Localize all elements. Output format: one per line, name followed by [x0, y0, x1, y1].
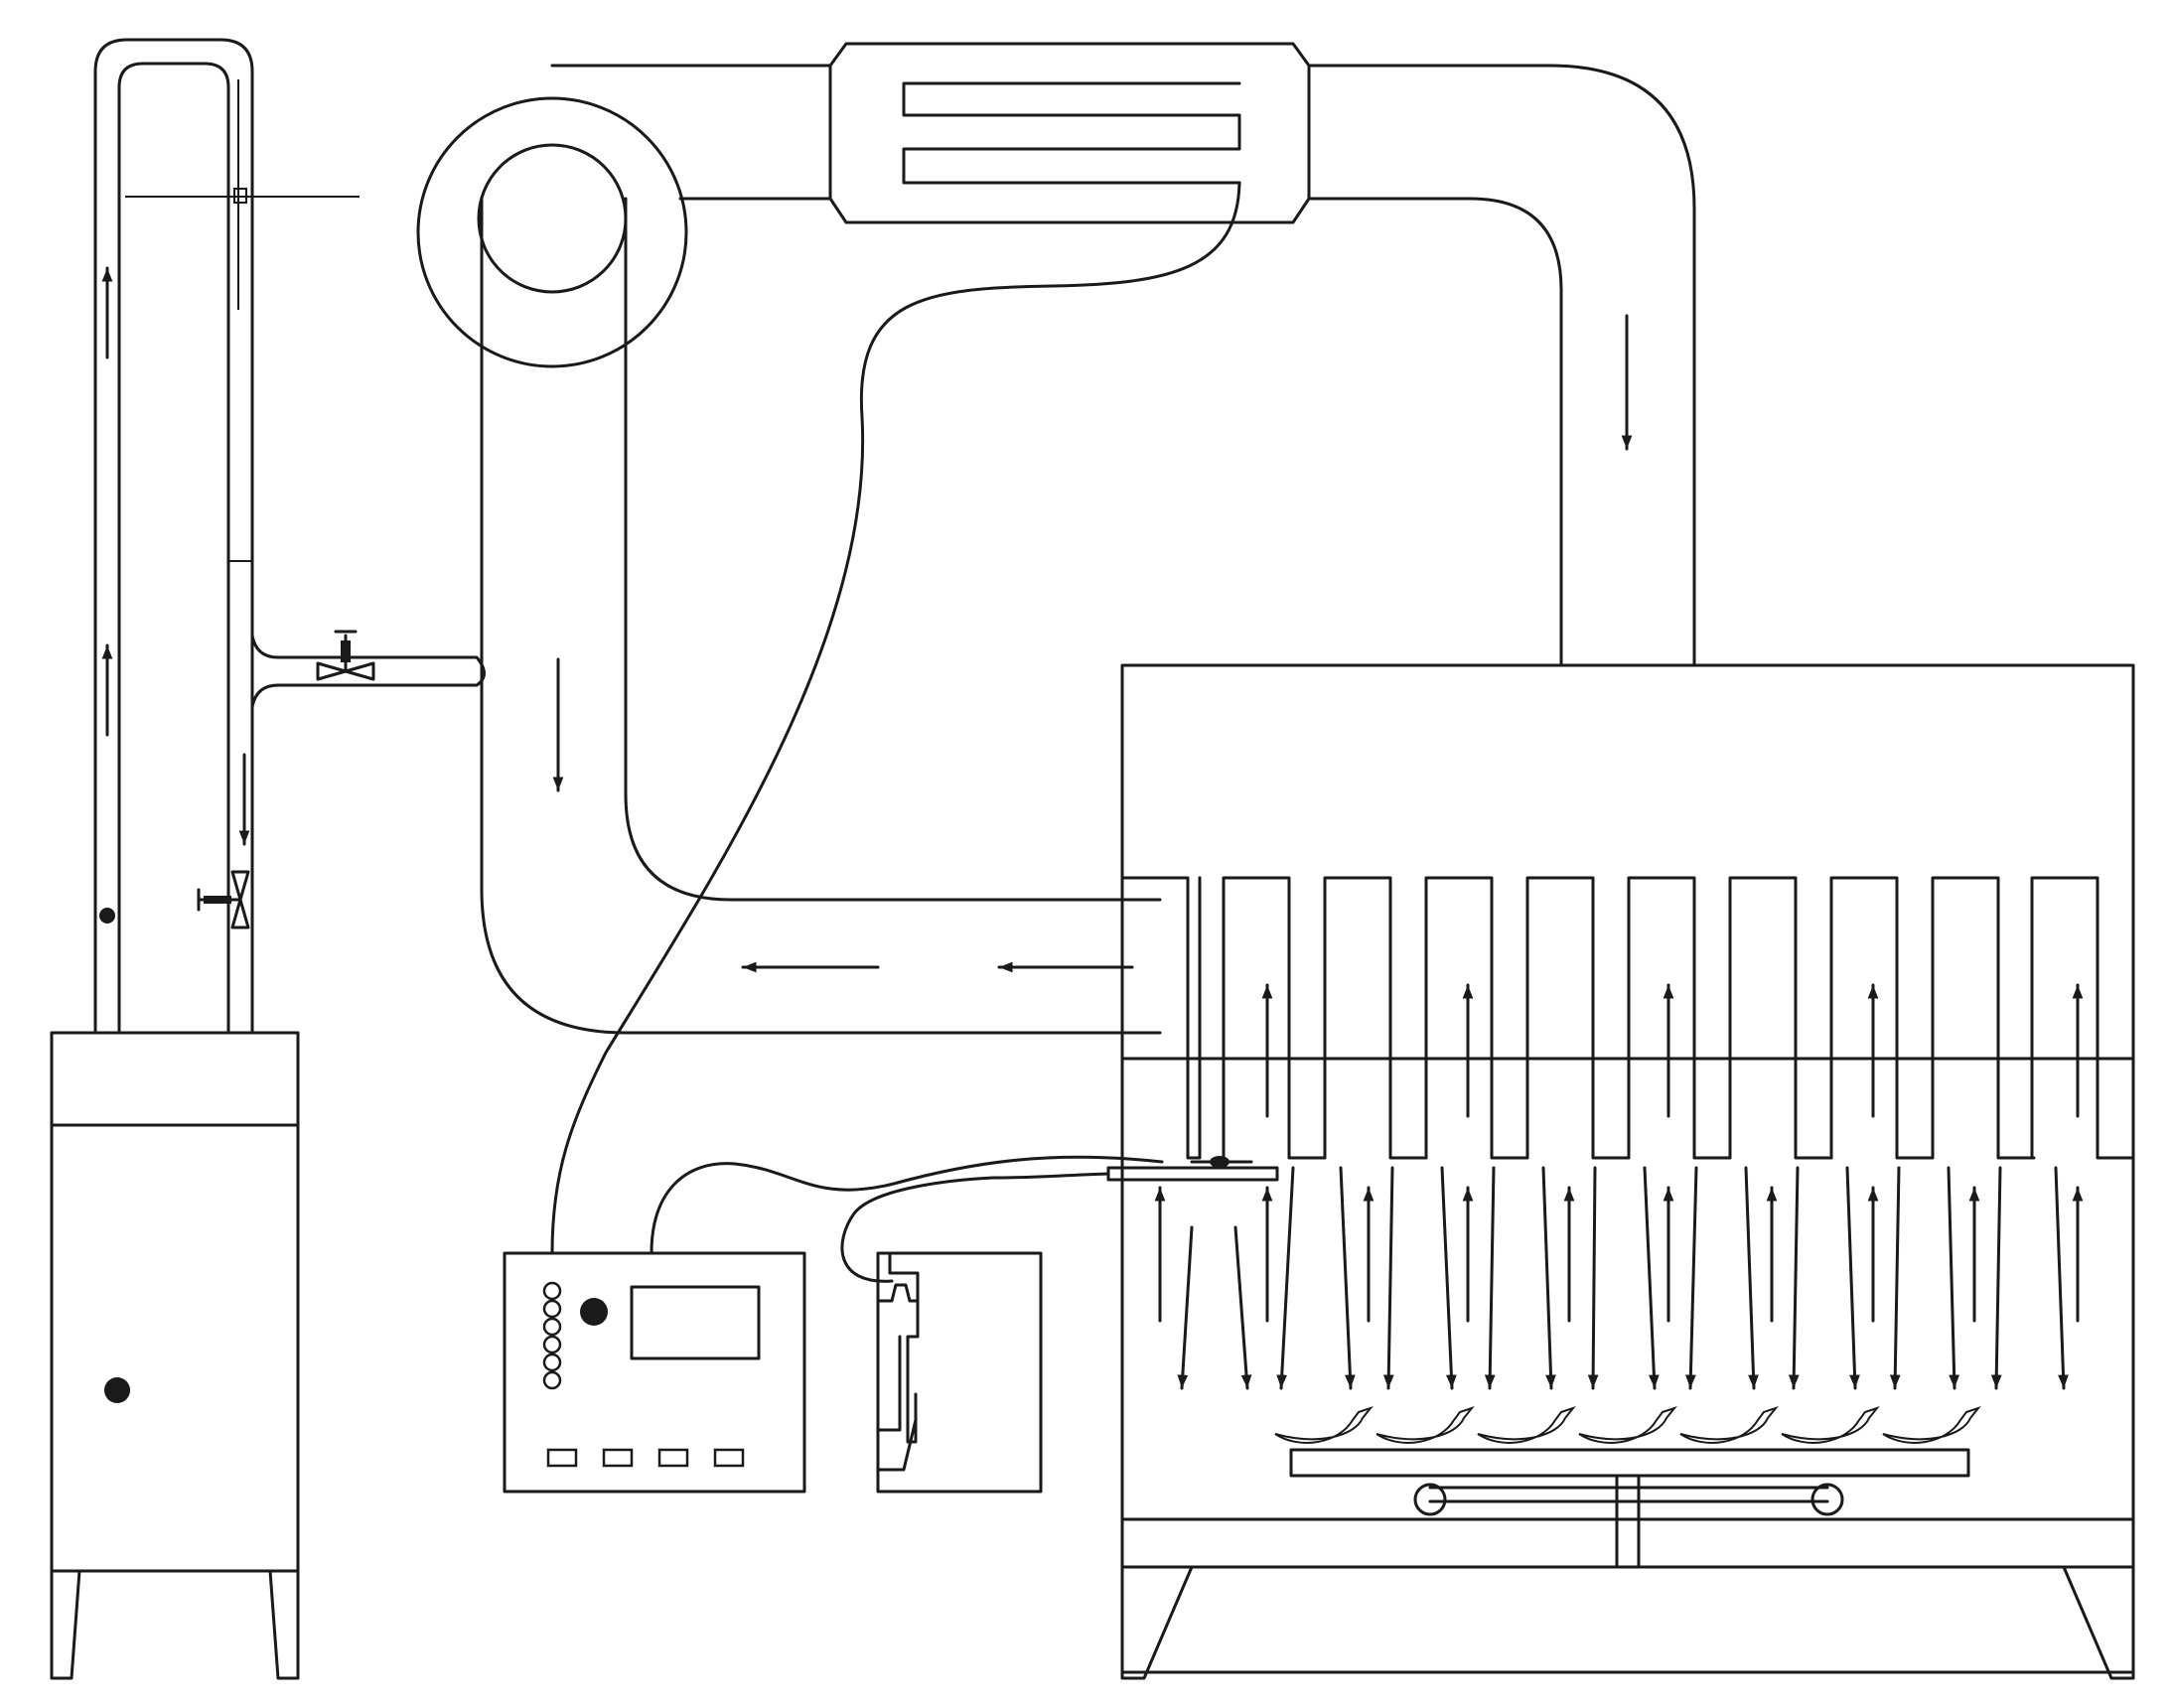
- chamber-down-arrow-icon: [1788, 1166, 1800, 1390]
- chili-pepper-icon: [1882, 1405, 1981, 1444]
- control-button: [546, 1448, 578, 1468]
- chamber-down-arrow-icon: [1947, 1166, 1960, 1390]
- humidity-sensor-unit: [876, 1251, 1043, 1494]
- circulation-fan: [416, 96, 688, 368]
- control-display: [630, 1285, 761, 1360]
- chamber-down-arrow-icon: [1744, 1166, 1759, 1390]
- baffle-plate: [1424, 876, 1529, 1160]
- hot-water-loop: [93, 38, 486, 1035]
- sensor-cables: [550, 181, 1241, 1283]
- product-tray: [1274, 1405, 1981, 1516]
- tray-wheel-icon: [1810, 1483, 1844, 1516]
- indicator-light-icon: [542, 1299, 562, 1319]
- drying-chamber: [1120, 663, 2135, 1680]
- indicator-light-icon: [542, 1317, 562, 1337]
- tray-wheel-icon: [1413, 1483, 1447, 1516]
- chili-pepper-icon: [1781, 1405, 1880, 1444]
- heat-source-cabinet: [50, 1031, 300, 1680]
- baffle-plate: [1222, 876, 1327, 1160]
- baffle-plate: [1728, 876, 1833, 1160]
- chamber-down-arrow-icon: [1990, 1166, 2002, 1390]
- chamber-down-arrow-icon: [1643, 1166, 1660, 1390]
- baffle-plate: [1323, 876, 1428, 1160]
- chamber-down-arrow-icon: [1382, 1166, 1394, 1390]
- chamber-down-arrow-icon: [1541, 1166, 1556, 1390]
- heat-exchanger: [828, 42, 1311, 224]
- control-button: [713, 1448, 745, 1468]
- chamber-down-arrow-icon: [1684, 1166, 1698, 1390]
- chili-pepper-icon: [1375, 1405, 1475, 1444]
- air-distribution-baffles: [1120, 876, 2135, 1160]
- chamber-down-arrow-icon: [1276, 1166, 1295, 1390]
- chamber-down-arrow-icon: [1587, 1166, 1599, 1390]
- baffle-plate: [1829, 876, 1935, 1160]
- chamber-down-arrow-icon: [1177, 1225, 1194, 1390]
- chamber-airflow-arrows: [1154, 983, 2084, 1390]
- chamber-down-arrow-icon: [1440, 1166, 1457, 1390]
- power-indicator-icon: [580, 1298, 608, 1326]
- baffle-plate: [1525, 876, 1631, 1160]
- baffle-plate: [1120, 876, 1202, 1160]
- supply-duct: [1468, 64, 1696, 665]
- baffle-plate: [1931, 876, 2036, 1160]
- control-button: [657, 1448, 689, 1468]
- indicator-light-icon: [542, 1335, 562, 1354]
- loop-indicator-icon: [99, 908, 115, 924]
- supply-valve: [316, 630, 375, 681]
- chamber-down-arrow-icon: [1233, 1225, 1252, 1390]
- chili-pepper-icon: [1274, 1405, 1374, 1444]
- baffle-plate: [2030, 876, 2135, 1160]
- indicator-light-icon: [542, 1370, 562, 1390]
- indicator-light-icon: [542, 1352, 562, 1372]
- indicator-light-icon: [542, 1281, 562, 1301]
- return-valve: [197, 870, 250, 929]
- chili-pepper-icon: [1477, 1405, 1576, 1444]
- loop-sensor-icon: [233, 188, 247, 204]
- chamber-down-arrow-icon: [1339, 1166, 1356, 1390]
- chamber-down-arrow-icon: [1845, 1166, 1860, 1390]
- control-button: [602, 1448, 634, 1468]
- cabinet-indicator-icon: [104, 1377, 130, 1403]
- top-duct: [550, 64, 1551, 201]
- chili-pepper-icon: [1578, 1405, 1677, 1444]
- chamber-down-arrow-icon: [2054, 1166, 2069, 1390]
- return-duct: [480, 197, 1162, 1035]
- chamber-down-arrow-icon: [1889, 1166, 1901, 1390]
- chili-pepper-icon: [1679, 1405, 1779, 1444]
- baffle-plate: [1627, 876, 1732, 1160]
- control-box: [503, 1251, 806, 1494]
- chamber-down-arrow-icon: [1484, 1166, 1496, 1390]
